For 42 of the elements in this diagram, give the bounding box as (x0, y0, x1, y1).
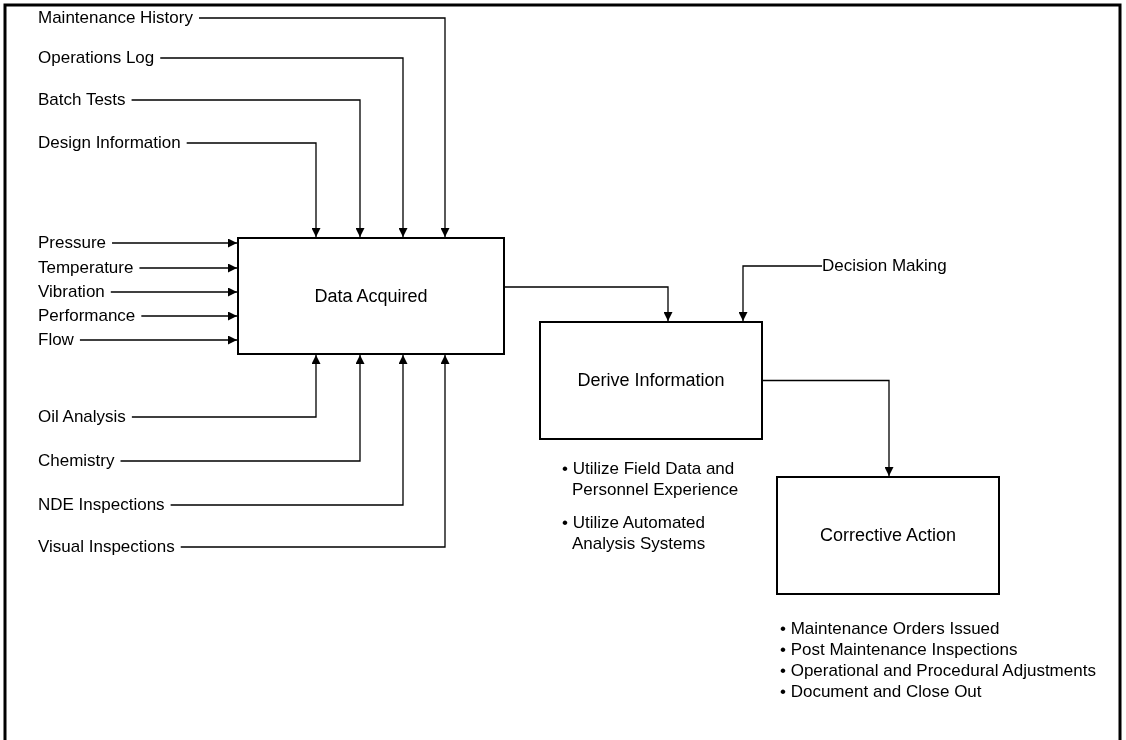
arrow (130, 99, 365, 238)
bullet-note: • Operational and Procedural Adjustments (780, 660, 1096, 681)
process-box (776, 476, 1000, 595)
input-label: NDE Inspections (38, 495, 171, 515)
arrow (170, 354, 408, 506)
box-title: Data Acquired (314, 285, 428, 307)
arrow (119, 354, 365, 462)
bullet-note: • Utilize Field Data and Personnel Experience (562, 458, 740, 500)
arrow (110, 287, 238, 297)
input-label: Operations Log (38, 48, 161, 68)
input-label: Visual Inspections (38, 537, 181, 557)
arrow (738, 265, 823, 322)
box-title: Derive Information (577, 370, 725, 391)
arrow (131, 354, 321, 418)
arrow (198, 17, 450, 238)
arrow (186, 142, 321, 238)
input-label: Maintenance History (38, 8, 199, 28)
box-title: Corrective Action (819, 525, 957, 546)
input-label: Pressure (38, 233, 113, 253)
arrow (762, 379, 894, 477)
input-label: Chemistry (38, 451, 121, 471)
input-label: Performance (38, 306, 142, 326)
input-label: Oil Analysis (38, 407, 132, 427)
bullet-note: • Maintenance Orders Issued (780, 618, 1001, 639)
input-label: Decision Making (822, 256, 953, 276)
arrow (504, 286, 673, 322)
process-box (539, 321, 763, 440)
input-label: Design Information (38, 133, 187, 153)
input-label: Vibration (38, 282, 111, 302)
process-box (237, 237, 505, 355)
bullet-note: • Post Maintenance Inspections (780, 639, 1019, 660)
input-label: Batch Tests (38, 90, 132, 110)
bullet-note: • Document and Close Out (780, 681, 983, 702)
input-label: Flow (38, 330, 80, 350)
arrow (140, 311, 238, 321)
arrow (180, 354, 450, 548)
arrow (111, 238, 238, 248)
bullet-note: • Utilize Automated Analysis Systems (562, 512, 707, 554)
arrow (79, 335, 238, 345)
input-label: Temperature (38, 258, 140, 278)
arrow (138, 263, 238, 273)
arrow (159, 57, 408, 238)
